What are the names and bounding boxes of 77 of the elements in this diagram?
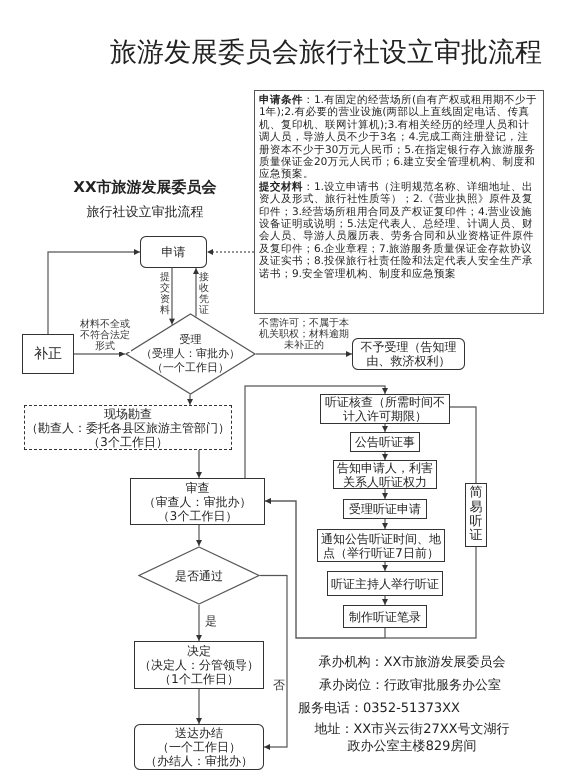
box-label: （勘查人：委托各县区旅游主管部门）	[26, 420, 230, 434]
box-label: 申请	[162, 245, 186, 259]
arrow	[265, 498, 386, 639]
process-box	[343, 499, 427, 519]
arrow	[382, 489, 388, 499]
box-label: 听证核查（所需时间不计入许可期限）	[324, 395, 446, 423]
box-label: 制作听证笔录	[349, 610, 421, 624]
process-box	[22, 334, 74, 374]
box-label: 公告听证事	[355, 435, 415, 449]
process-box	[140, 236, 207, 268]
edge-label: 不需许可；不属于本机关职权；材料逾期未补正的	[258, 318, 350, 351]
box-label: 受理听证申请	[349, 502, 421, 516]
box-label: 告知申请人，利害关系人听证权力	[336, 460, 434, 488]
arrow	[187, 394, 193, 405]
box-label: 现场勘查	[104, 406, 152, 420]
arrow	[193, 268, 199, 316]
box-label: （办结人：审批办）	[145, 754, 253, 768]
box-label: 简易听证	[470, 486, 482, 544]
arrow	[382, 562, 388, 571]
arrow	[196, 525, 202, 546]
box-label: 是否通过	[175, 568, 223, 582]
arrow	[207, 249, 254, 255]
process-box	[465, 483, 487, 547]
info-text: 地址：XX市兴云街27XX号文湖行政办公室主楼829房间	[313, 721, 511, 755]
info-text: 承办机构：XX市旅游发展委员会	[318, 654, 506, 672]
arrow	[256, 351, 352, 357]
requirements-box	[254, 90, 544, 314]
arrow	[382, 424, 388, 432]
box-label: （一个工作日）	[152, 361, 229, 375]
box-label: （受理人：审批办）	[141, 347, 240, 361]
title: 旅游发展委员会旅行社设立审批流程	[109, 36, 543, 70]
box-label: 不予受理（告知理由、救济权利）	[360, 340, 458, 368]
box-label: （决定人：分管领导）	[139, 658, 259, 672]
box-label: 听证主持人举行听证	[331, 576, 439, 590]
process-box	[134, 641, 264, 689]
process-box	[24, 405, 232, 450]
edge-label: 接收凭证	[199, 272, 209, 316]
box-label: 受理	[180, 333, 202, 347]
box-label: 补正	[34, 347, 62, 361]
box-label: （审查人：审批办）	[144, 494, 252, 508]
requirements-text: 提交材料：1.设立申请书（注明规范名称、详细地址、出资人及形式、旅行社性质等）；2.《营业执照》原件及复印件；3.经营场所租用合同及产权证复印件；4.营业设施设备证明或说明；5.法定代表人、总经理、计调人员、财会人员、导游人员履历表、劳务合同和从业资格证件原件及复印件；6.企业章程；7.旅游服务质量保证金存款协议及证实书；8.投保旅行社责任险和法定代表人安全生产承诺书；9.安全管理机构、制度和应急预案	[259, 180, 535, 280]
arrow	[382, 596, 388, 605]
edge-label: 否	[273, 680, 285, 691]
arrow	[169, 268, 175, 325]
edge-label: 提交资料	[160, 272, 170, 316]
box-label: 通知公告听证时间、地点（举行听证7日前）	[320, 532, 442, 560]
box-label: （3个工作日）	[158, 508, 238, 522]
arrow	[74, 351, 125, 357]
arrow	[244, 385, 388, 478]
edge-label: 是	[205, 616, 217, 627]
box-label: 审查	[186, 480, 210, 494]
process-box	[130, 478, 265, 525]
box-label: （一个工作日）	[157, 740, 241, 754]
arrow	[196, 605, 202, 641]
box-label: 决定	[187, 644, 211, 658]
box-label: （3个工作日）	[88, 434, 168, 448]
arrow	[196, 450, 202, 478]
info-text: 服务电话：0352-51373XX	[298, 700, 461, 718]
arrow	[382, 452, 388, 460]
box-label: 送达办结	[175, 726, 223, 740]
process-box	[343, 605, 427, 628]
arrow	[260, 574, 288, 750]
arrow	[47, 249, 140, 334]
process-box	[327, 571, 443, 596]
connector-line	[450, 406, 477, 483]
requirements-text: 申请条件：1.有固定的经营场所(自有产权或租用期不少于1年);2.有必要的营业设施(两部以上直线固定电话、传真机、复印机、联网计算机);3.有相关经历的经理人员和计调人员，导游人员不少于3名；4.完成工商注册登记，注册资本不少于30万元人民币；5.在指定银行存入旅游服务质量保证金20万元人民币；6.建立安全管理机构、制度和应急预案。	[259, 94, 538, 180]
process-box	[134, 724, 264, 770]
arrow	[196, 689, 202, 724]
heading: XX市旅游发展委员会	[72, 177, 218, 198]
box-label: （1个工作日）	[159, 672, 239, 686]
decision-diamond	[138, 546, 260, 605]
edge-label: 材料不全或不符合法定形式	[79, 319, 131, 352]
arrow	[382, 519, 388, 529]
process-box	[350, 432, 420, 452]
info-text: 承办岗位：行政审批服务办公室	[318, 677, 502, 695]
process-box	[352, 338, 465, 370]
subheading: 旅行社设立审批流程	[86, 204, 204, 222]
